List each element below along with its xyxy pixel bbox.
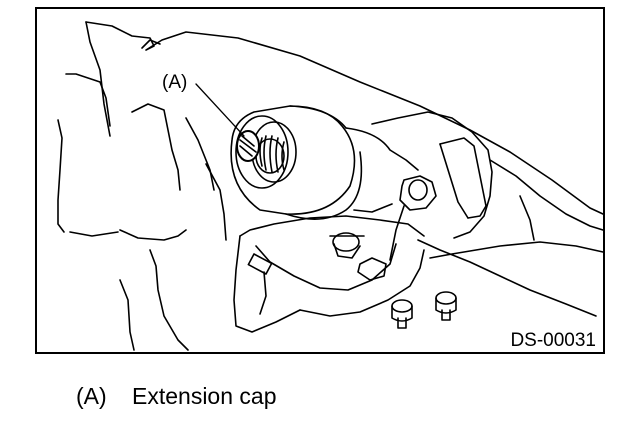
figure-frame	[35, 7, 605, 354]
legend-text: Extension cap	[132, 383, 276, 409]
callout-leader	[195, 83, 245, 137]
figure-code: DS-00031	[510, 330, 596, 351]
legend: (A) Extension cap	[76, 383, 276, 409]
callout-label: (A)	[162, 72, 187, 93]
legend-key: (A)	[76, 383, 107, 409]
line-drawing	[57, 21, 604, 351]
bolt-left	[391, 299, 413, 329]
bolt-right	[435, 291, 457, 321]
